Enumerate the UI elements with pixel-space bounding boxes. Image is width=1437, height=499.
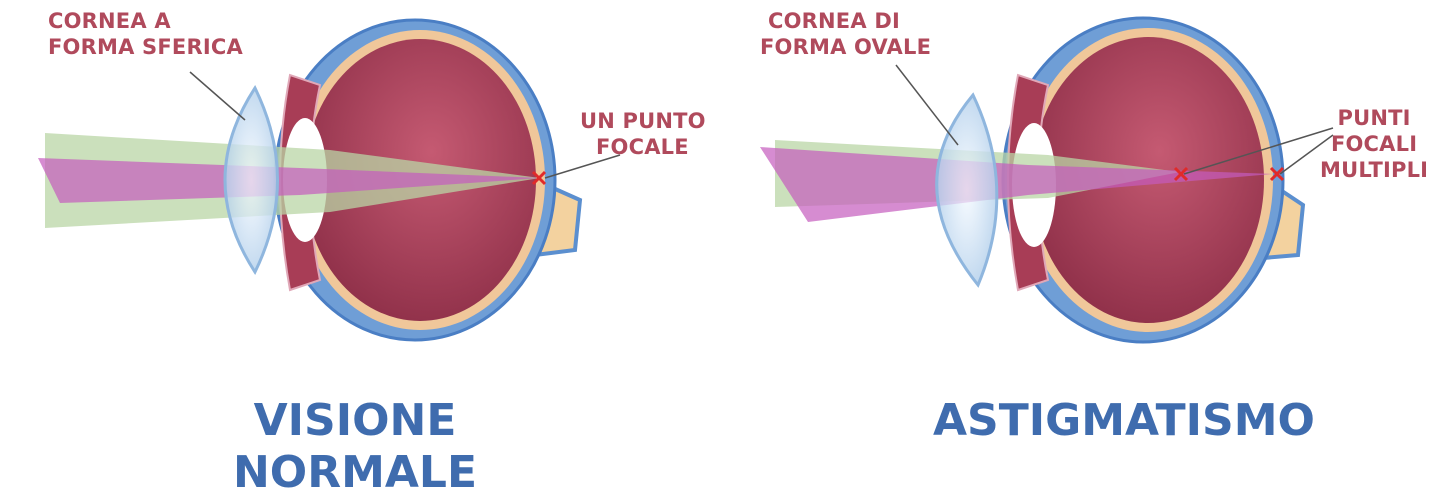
astigmatism-eye-diagram (760, 16, 1334, 344)
focal-label: PUNTI FOCALI MULTIPLI (1320, 105, 1428, 183)
focal-label-line-1: PUNTI (1337, 106, 1411, 130)
focal-label-line-2: FOCALI (1330, 132, 1418, 156)
focal-point-mark (531, 170, 547, 186)
focal-leader-line-2 (1279, 134, 1334, 175)
magenta-beam (38, 158, 540, 203)
caption-line-1: ASTIGMATISMO (933, 395, 1315, 446)
cornea-label-line-1: CORNEA A (48, 9, 171, 33)
cornea-label: CORNEA DI FORMA OVALE (760, 8, 931, 60)
caption: VISIONE NORMALE (230, 395, 480, 499)
caption-line-1: VISIONE (253, 395, 457, 446)
focal-label-line-1: UN PUNTO (580, 109, 706, 133)
caption: ASTIGMATISMO (933, 395, 1315, 447)
focal-label: UN PUNTO FOCALE (580, 108, 706, 160)
focal-leader-line (544, 154, 621, 179)
caption-line-2: NORMALE (232, 447, 478, 498)
cornea-label-line-2: FORMA SFERICA (48, 35, 243, 59)
cornea-leader-line (189, 71, 246, 121)
focal-label-line-3: MULTIPLI (1320, 158, 1429, 182)
magenta-beam (760, 147, 1273, 222)
focal-label-line-2: FOCALE (596, 135, 689, 159)
cornea (935, 92, 999, 288)
cornea-label-line-1: CORNEA DI (768, 9, 900, 33)
normal-vision-panel: CORNEA A FORMA SFERICA UN PUNTO FOCALE V… (0, 0, 718, 498)
focal-point-mark-1 (1173, 166, 1189, 182)
focal-point-mark-2 (1269, 166, 1285, 182)
astigmatism-panel: CORNEA DI FORMA OVALE PUNTI FOCALI MULTI… (718, 0, 1437, 493)
cornea (223, 84, 279, 276)
cornea-leader-line (895, 64, 959, 146)
normal-eye-diagram (38, 18, 621, 342)
cornea-label: CORNEA A FORMA SFERICA (48, 8, 243, 60)
cornea-label-line-2: FORMA OVALE (760, 35, 932, 59)
focal-leader-line-1 (1183, 127, 1334, 175)
